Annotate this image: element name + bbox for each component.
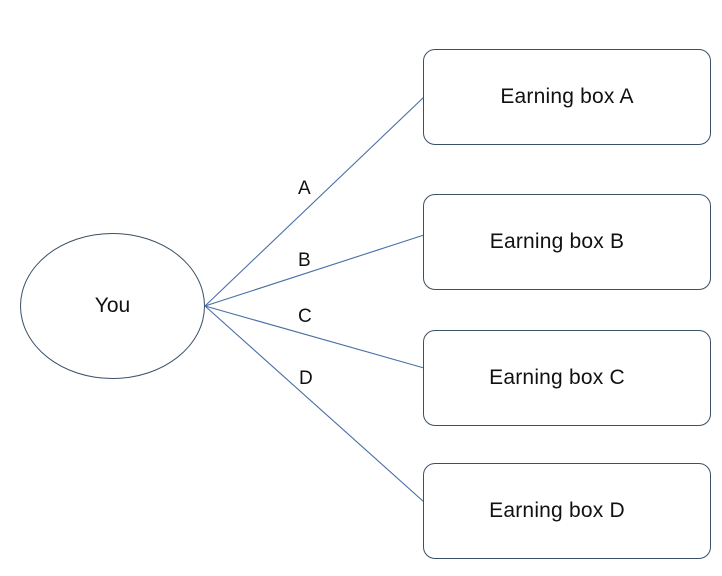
edge-label-c: C [298,306,312,327]
earning-box-d: Earning box D [423,463,711,559]
edge-label-b: B [298,250,311,271]
earning-box-c-label: Earning box C [489,366,625,389]
earning-box-d-label: Earning box D [489,499,625,522]
earning-box-a-label: Earning box A [500,85,634,108]
edge-line-d [204,305,425,503]
edge-line-b [204,234,425,307]
source-node-label: You [94,294,131,317]
earning-box-a: Earning box A [423,49,711,145]
edge-label-a: A [298,178,311,199]
source-node-you: You [20,233,205,379]
earning-box-b-label: Earning box B [489,230,625,253]
edge-line-a [204,96,425,307]
earning-box-b: Earning box B [423,194,711,290]
edge-line-c [204,305,425,369]
edge-label-d: D [299,368,313,389]
earning-box-c: Earning box C [423,330,711,426]
